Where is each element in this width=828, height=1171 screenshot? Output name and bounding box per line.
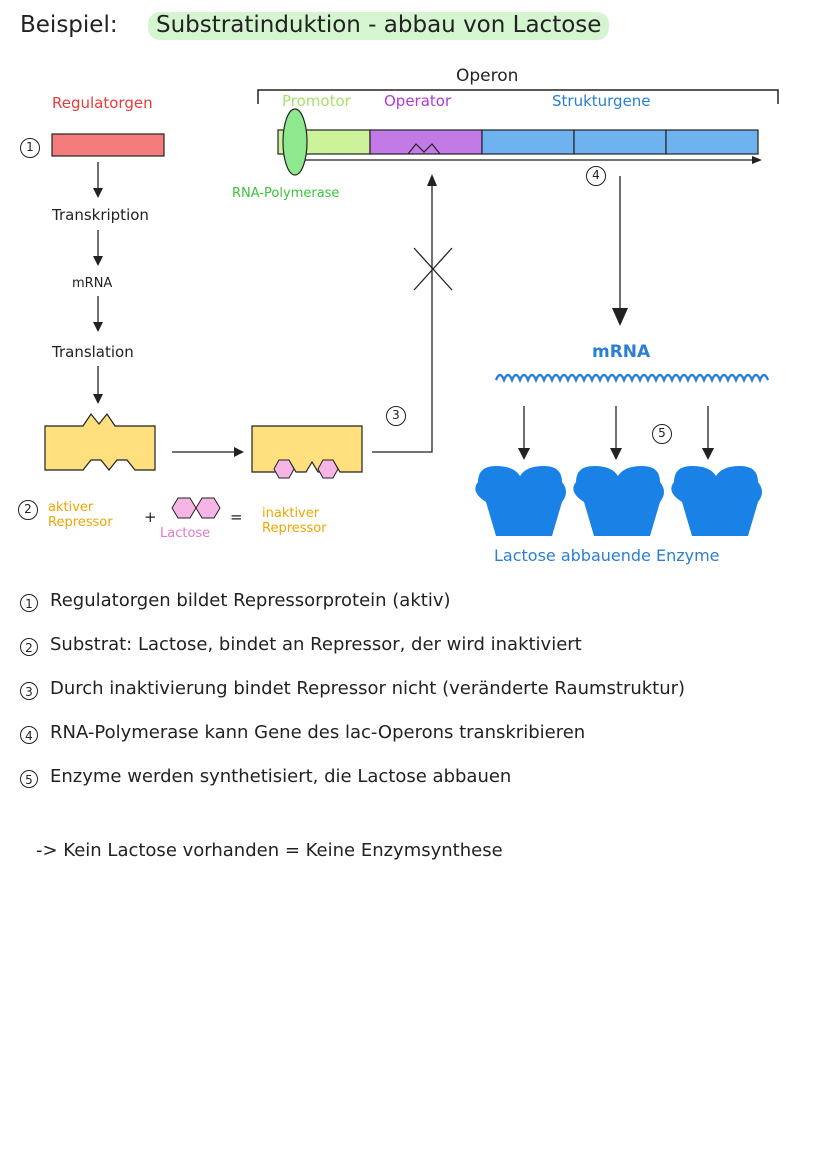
lactose-molecule-2 bbox=[195, 497, 221, 519]
step-3-marker: 3 bbox=[386, 406, 406, 426]
bound-lactose-1 bbox=[273, 459, 295, 479]
structural-gene-3 bbox=[665, 129, 759, 155]
note-3-number: 3 bbox=[20, 682, 38, 700]
regulator-gene-label: Regulatorgen bbox=[52, 94, 153, 112]
note-5-number: 5 bbox=[20, 770, 38, 788]
rna-polymerase-label: RNA-Polymerase bbox=[232, 186, 340, 201]
plus-sign: + bbox=[144, 508, 157, 526]
inactive-repressor-label: inaktiver Repressor bbox=[262, 506, 327, 536]
mrna-strand bbox=[494, 373, 770, 384]
conclusion-text: -> Kein Lactose vorhanden = Keine Enzyms… bbox=[36, 840, 503, 861]
blocked-binding-path bbox=[372, 184, 433, 453]
rna-polymerase-shape bbox=[282, 108, 308, 176]
bound-lactose-2 bbox=[317, 459, 339, 479]
note-3-text: Durch inaktivierung bindet Repressor nic… bbox=[50, 678, 686, 699]
mrna-left-label: mRNA bbox=[72, 276, 113, 291]
transcription-label: Transkription bbox=[52, 206, 149, 224]
equals-sign: = bbox=[230, 508, 243, 526]
note-4-text: RNA-Polymerase kann Gene des lac-Operons… bbox=[50, 722, 586, 743]
page-title: Substratinduktion - abbau von Lactose bbox=[148, 12, 610, 40]
note-2-number: 2 bbox=[20, 638, 38, 656]
operator-binding-notch bbox=[407, 143, 441, 155]
operator-label: Operator bbox=[384, 92, 452, 110]
enzyme-2 bbox=[573, 466, 664, 536]
note-2-text: Substrat: Lactose, bindet an Repressor, … bbox=[50, 634, 582, 655]
operon-label: Operon bbox=[456, 66, 519, 86]
active-repressor-shape bbox=[44, 412, 156, 471]
note-1-number: 1 bbox=[20, 594, 38, 612]
enzyme-1 bbox=[475, 466, 566, 536]
lactose-label: Lactose bbox=[160, 526, 211, 541]
inactive-repressor-shape bbox=[251, 425, 363, 473]
step-2-marker: 2 bbox=[18, 500, 38, 520]
promoter-label: Promotor bbox=[282, 92, 351, 110]
regulator-gene-box bbox=[51, 133, 165, 157]
translation-label: Translation bbox=[52, 343, 134, 361]
structural-gene-2 bbox=[573, 129, 667, 155]
structural-genes-label: Strukturgene bbox=[552, 92, 651, 110]
enzyme-3 bbox=[671, 466, 762, 536]
title-prefix: Beispiel: bbox=[20, 12, 118, 38]
step-1-marker: 1 bbox=[20, 138, 40, 158]
lac-operon-diagram bbox=[44, 89, 779, 536]
note-4-number: 4 bbox=[20, 726, 38, 744]
active-repressor-label: aktiver Repressor bbox=[48, 500, 113, 530]
note-5-text: Enzyme werden synthetisiert, die Lactose… bbox=[50, 766, 512, 787]
note-1-text: Regulatorgen bildet Repressorprotein (ak… bbox=[50, 590, 451, 611]
mrna-right-label: mRNA bbox=[592, 342, 651, 362]
lactose-molecule-1 bbox=[171, 497, 197, 519]
enzymes-label: Lactose abbauende Enzyme bbox=[494, 546, 720, 565]
structural-gene-1 bbox=[481, 129, 575, 155]
operon-bracket bbox=[257, 89, 779, 104]
step-5-marker: 5 bbox=[652, 424, 672, 444]
step-4-marker: 4 bbox=[586, 166, 606, 186]
